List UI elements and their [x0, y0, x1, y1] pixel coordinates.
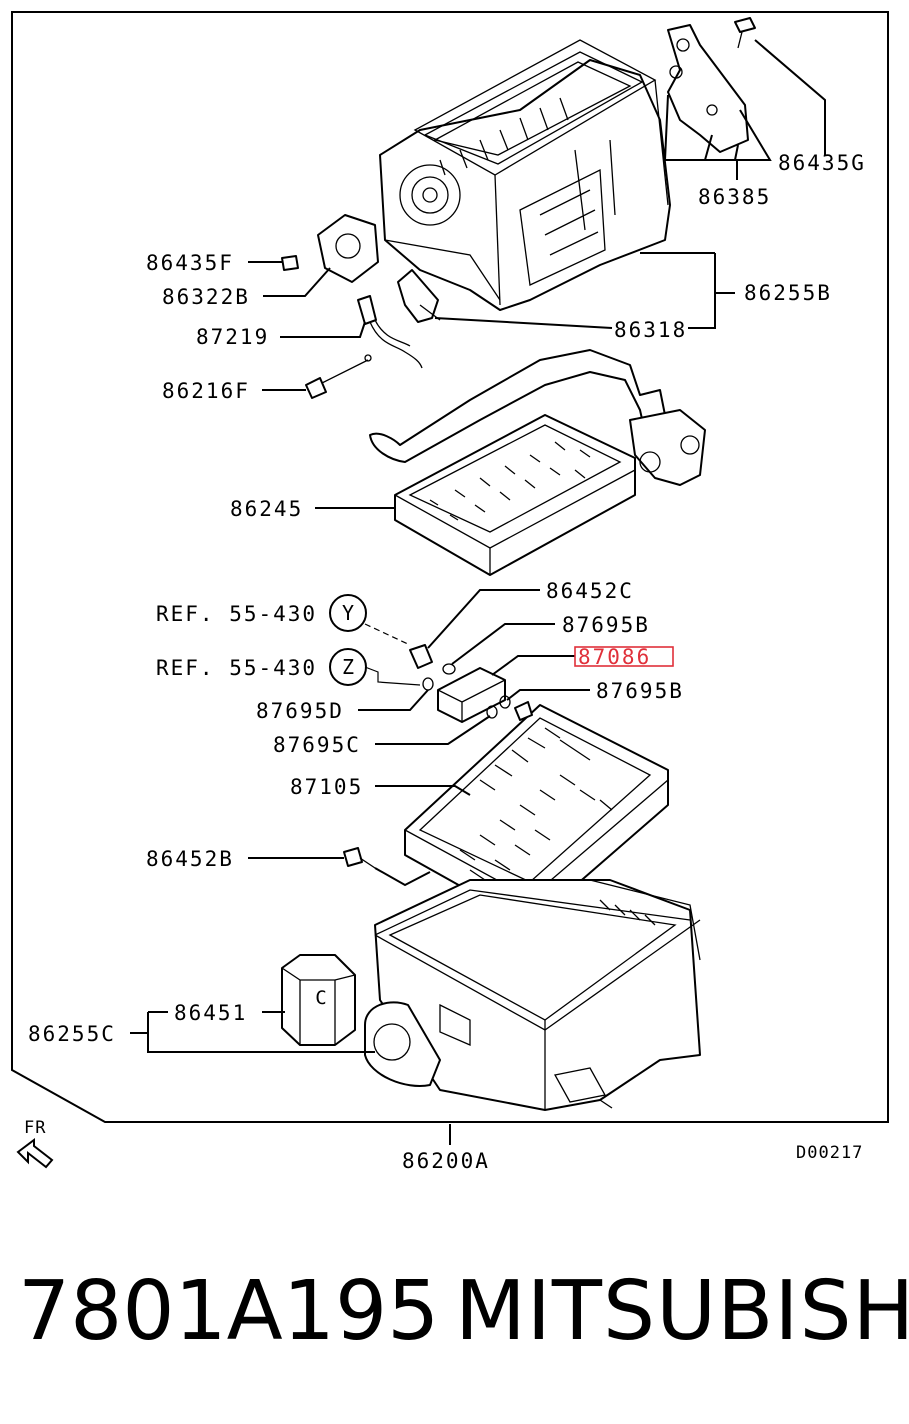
heater-core-86245-drawing [369, 349, 706, 576]
callout-87695C: 87695C [273, 733, 361, 757]
brand-name: MITSUBISHI [455, 1264, 909, 1359]
callout-86435G: 86435G [778, 151, 866, 175]
front-arrow-icon [16, 1138, 54, 1169]
filter-marker-c: C [315, 987, 326, 1009]
sensor-86216F-drawing [305, 354, 372, 399]
callout-86200A: 86200A [402, 1149, 490, 1173]
actuator-86322B-drawing [281, 214, 379, 283]
ref-marker-y-circle [329, 594, 367, 632]
front-orientation-label: FR [24, 1118, 46, 1138]
highlight-box-87086 [574, 646, 674, 667]
valve-87086-drawing [409, 644, 511, 723]
evaporator-87105-drawing [404, 701, 669, 926]
footer: 7801A195 MITSUBISHI [0, 1262, 909, 1382]
part-number: 7801A195 [18, 1264, 440, 1359]
leader-lines [130, 39, 826, 1145]
diagram-code: D00217 [796, 1143, 863, 1163]
diagram-frame [11, 11, 889, 1123]
callout-87086: 87086 [578, 645, 651, 669]
callout-86322B: 86322B [162, 285, 250, 309]
callout-87695B-upper: 87695B [562, 613, 650, 637]
lower-case-86255C-drawing [364, 879, 701, 1111]
callout-86385: 86385 [698, 185, 771, 209]
ref-marker-z: Z [342, 655, 354, 679]
callout-87219: 87219 [196, 325, 269, 349]
callout-86318: 86318 [614, 318, 687, 342]
callout-86255B: 86255B [744, 281, 832, 305]
ref-y-label: REF. 55-430 [156, 602, 317, 626]
filter-86451-drawing [281, 954, 356, 1046]
upper-housing-drawing [379, 39, 671, 311]
callout-86452C: 86452C [546, 579, 634, 603]
callout-86255C: 86255C [28, 1022, 116, 1046]
callout-86245: 86245 [230, 497, 303, 521]
ref-marker-z-circle [329, 648, 367, 686]
ref-marker-y: Y [342, 601, 354, 625]
callout-87105: 87105 [290, 775, 363, 799]
callout-86435F: 86435F [146, 251, 234, 275]
callout-87695B-lower: 87695B [596, 679, 684, 703]
sensor-86318-drawing [397, 269, 441, 323]
callout-86216F: 86216F [162, 379, 250, 403]
bracket-86385-drawing [667, 17, 756, 153]
harness-87219-drawing [357, 295, 423, 369]
callout-86451: 86451 [174, 1001, 247, 1025]
callout-86452B: 86452B [146, 847, 234, 871]
ref-z-label: REF. 55-430 [156, 656, 317, 680]
screw-86452B-drawing [343, 847, 376, 869]
callout-87695D: 87695D [256, 699, 344, 723]
